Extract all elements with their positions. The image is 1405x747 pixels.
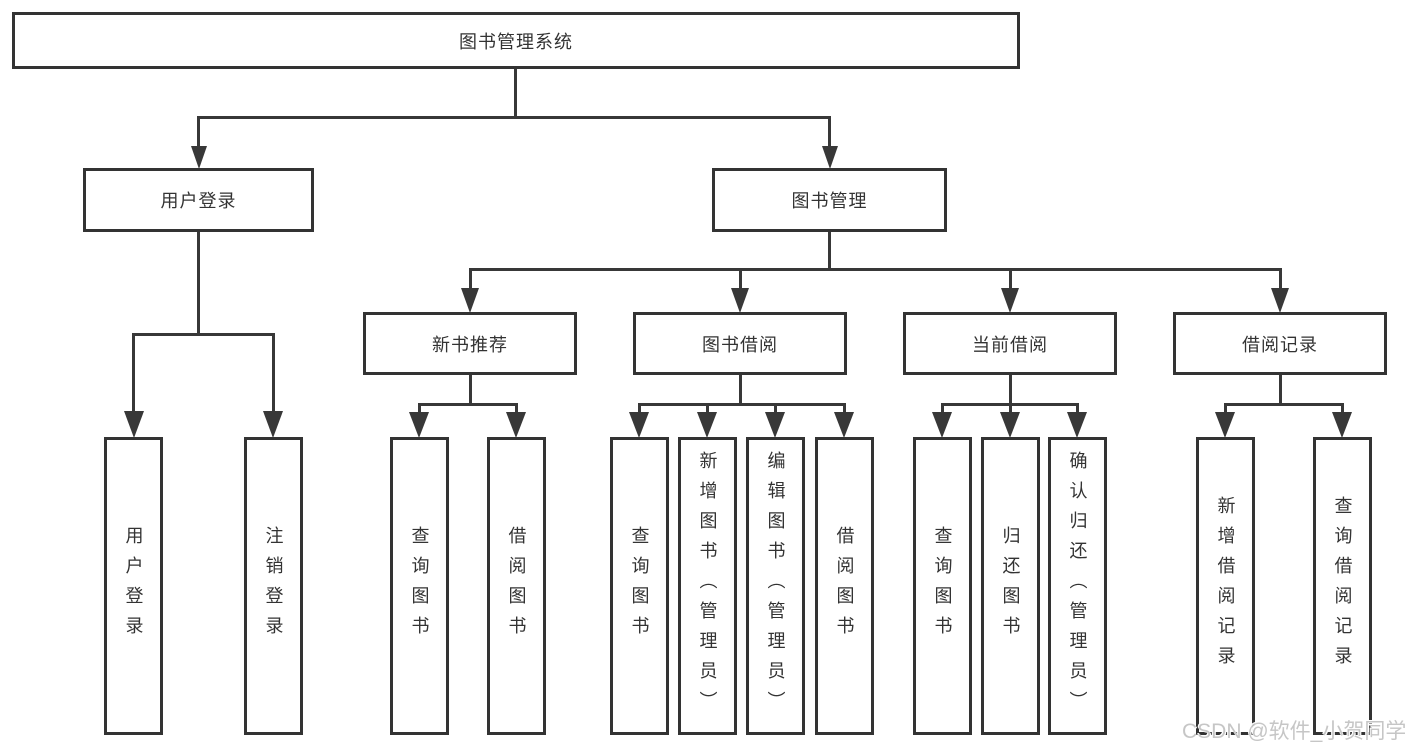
connector-arrow-line (514, 404, 518, 412)
arrow-down-icon (461, 288, 479, 313)
watermark-text: CSDN @软件_小贺同学 (1182, 720, 1405, 743)
arrow-down-icon (1271, 288, 1289, 313)
leaf-borrow-books-label: 借阅图书 (834, 526, 855, 646)
connector-arrow-line (1075, 404, 1079, 412)
node-book-borrowing: 图书借阅 (633, 312, 847, 375)
connector-arrow-line (738, 269, 742, 288)
node-current-borrowing-label: 当前借阅 (972, 334, 1048, 355)
arrow-down-icon (123, 411, 144, 438)
leaf-edit-book-admin-label: 编辑图书（管理员） (765, 451, 786, 721)
connector-stem-line (197, 231, 200, 335)
node-new-book-recommend-label: 新书推荐 (432, 334, 508, 355)
arrow-down-icon (506, 412, 526, 438)
node-book-management: 图书管理 (712, 168, 947, 232)
connector-stem-line (513, 68, 517, 119)
leaf-borrow-books-recommend-label: 借阅图书 (506, 526, 527, 646)
leaf-query-borrow-record: 查询借阅记录 (1313, 437, 1372, 735)
connector-arrow-line (1008, 269, 1012, 288)
connector-stem-line (468, 374, 472, 406)
connector-arrow-line (468, 269, 472, 288)
leaf-borrow-books: 借阅图书 (815, 437, 874, 735)
leaf-add-book-admin: 新增图书（管理员） (678, 437, 737, 735)
node-book-borrowing-label: 图书借阅 (702, 334, 778, 355)
leaf-confirm-return-admin-label: 确认归还（管理员） (1067, 451, 1088, 721)
leaf-return-book: 归还图书 (981, 437, 1040, 735)
leaf-add-book-admin-label: 新增图书（管理员） (697, 451, 718, 721)
leaf-user-login: 用户登录 (104, 437, 163, 735)
connector-arrow-line (842, 404, 846, 412)
arrow-down-icon (1215, 412, 1235, 438)
node-borrowing-records: 借阅记录 (1173, 312, 1387, 375)
arrow-down-icon (190, 146, 207, 169)
connector-arrow-line (271, 334, 275, 411)
connector-arrow-line (197, 117, 200, 146)
connector-stem-line (1008, 374, 1012, 406)
connector-branch-line (197, 115, 831, 119)
arrow-down-icon (932, 412, 952, 438)
connector-arrow-line (705, 404, 709, 412)
leaf-query-books-recommend: 查询图书 (390, 437, 449, 735)
node-root-label: 图书管理系统 (459, 31, 573, 52)
node-user-login: 用户登录 (83, 168, 314, 232)
leaf-borrow-books-recommend: 借阅图书 (487, 437, 546, 735)
node-new-book-recommend: 新书推荐 (363, 312, 577, 375)
arrow-down-icon (1067, 412, 1087, 438)
connector-arrow-line (1008, 404, 1012, 412)
node-borrowing-records-label: 借阅记录 (1242, 334, 1318, 355)
node-user-login-label: 用户登录 (160, 191, 237, 211)
connector-branch-line (132, 332, 275, 336)
arrow-down-icon (1000, 412, 1020, 438)
connector-arrow-line (637, 404, 641, 412)
connector-stem-line (828, 231, 831, 271)
leaf-query-books-current-label: 查询图书 (932, 526, 953, 646)
connector-arrow-line (828, 117, 831, 146)
leaf-edit-book-admin: 编辑图书（管理员） (746, 437, 805, 735)
arrow-down-icon (629, 412, 649, 438)
node-current-borrowing: 当前借阅 (903, 312, 1117, 375)
connector-arrow-line (773, 404, 777, 412)
leaf-query-books-recommend-label: 查询图书 (409, 526, 430, 646)
connector-branch-line (637, 402, 846, 406)
leaf-logout-label: 注销登录 (263, 526, 284, 646)
connector-arrow-line (417, 404, 421, 412)
connector-arrow-line (1340, 404, 1344, 412)
arrow-down-icon (731, 288, 749, 313)
connector-branch-line (1223, 402, 1344, 406)
connector-arrow-line (940, 404, 944, 412)
arrow-down-icon (1332, 412, 1352, 438)
connector-stem-line (1278, 374, 1282, 406)
leaf-add-borrow-record: 新增借阅记录 (1196, 437, 1255, 735)
connector-branch-line (417, 402, 518, 406)
arrow-down-icon (765, 412, 785, 438)
arrow-down-icon (821, 146, 838, 169)
leaf-confirm-return-admin: 确认归还（管理员） (1048, 437, 1107, 735)
connector-branch-line (468, 267, 1282, 271)
leaf-query-borrow-record-label: 查询借阅记录 (1332, 496, 1353, 676)
connector-arrow-line (1278, 269, 1282, 288)
leaf-add-borrow-record-label: 新增借阅记录 (1215, 496, 1236, 676)
arrow-down-icon (697, 412, 717, 438)
arrow-down-icon (263, 411, 283, 438)
connector-stem-line (738, 374, 742, 406)
arrow-down-icon (409, 412, 429, 438)
connector-arrow-line (132, 334, 135, 411)
leaf-logout: 注销登录 (244, 437, 303, 735)
connector-arrow-line (1223, 404, 1227, 412)
arrow-down-icon (834, 412, 854, 438)
leaf-user-login-label: 用户登录 (123, 526, 144, 646)
leaf-return-book-label: 归还图书 (1000, 526, 1021, 646)
leaf-query-books-borrow: 查询图书 (610, 437, 669, 735)
leaf-query-books-current: 查询图书 (913, 437, 972, 735)
leaf-query-books-borrow-label: 查询图书 (629, 526, 650, 646)
node-book-management-label: 图书管理 (791, 191, 868, 211)
node-root: 图书管理系统 (12, 12, 1020, 69)
arrow-down-icon (1001, 288, 1019, 313)
